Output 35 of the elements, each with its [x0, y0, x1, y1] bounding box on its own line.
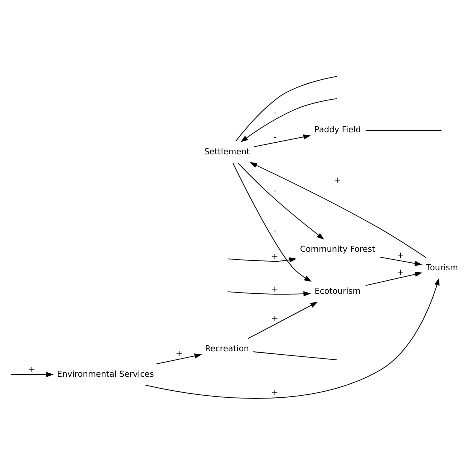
edge-label: +	[397, 250, 404, 260]
edge-label: -	[274, 106, 277, 117]
edge-label: +	[334, 174, 342, 184]
arrow	[250, 162, 427, 258]
arrow	[10, 372, 54, 377]
edge-label: +	[176, 348, 183, 358]
arrow	[380, 256, 422, 266]
arrow	[238, 162, 324, 240]
node-text: Recreation	[205, 343, 250, 354]
edge-label: +	[272, 284, 279, 294]
node-text: Ecotourism	[314, 286, 361, 296]
arrow	[156, 353, 202, 364]
arrow	[232, 162, 312, 282]
arrow	[254, 134, 312, 147]
arrow	[366, 272, 423, 286]
edge-label: -	[274, 185, 277, 195]
arrow	[145, 278, 440, 399]
node-text: Settlement	[204, 146, 250, 156]
edge-label: -	[274, 132, 277, 142]
arrow	[248, 302, 318, 339]
edge-label: +	[397, 266, 404, 277]
connector	[235, 76, 338, 142]
edge-label: +	[28, 364, 36, 374]
edge-label: -	[274, 224, 277, 235]
arrow	[228, 257, 297, 262]
arrow	[228, 290, 312, 296]
node-text: Environmental Services	[57, 368, 154, 378]
edge-label: +	[272, 386, 279, 397]
node-text: Community Forest	[300, 243, 376, 254]
arrow	[240, 98, 338, 142]
edge-label: +	[272, 312, 279, 323]
connector	[253, 351, 338, 360]
node-text: Paddy Field	[314, 124, 362, 134]
node-text: Tourism	[426, 262, 458, 272]
edge-label: +	[272, 250, 279, 261]
